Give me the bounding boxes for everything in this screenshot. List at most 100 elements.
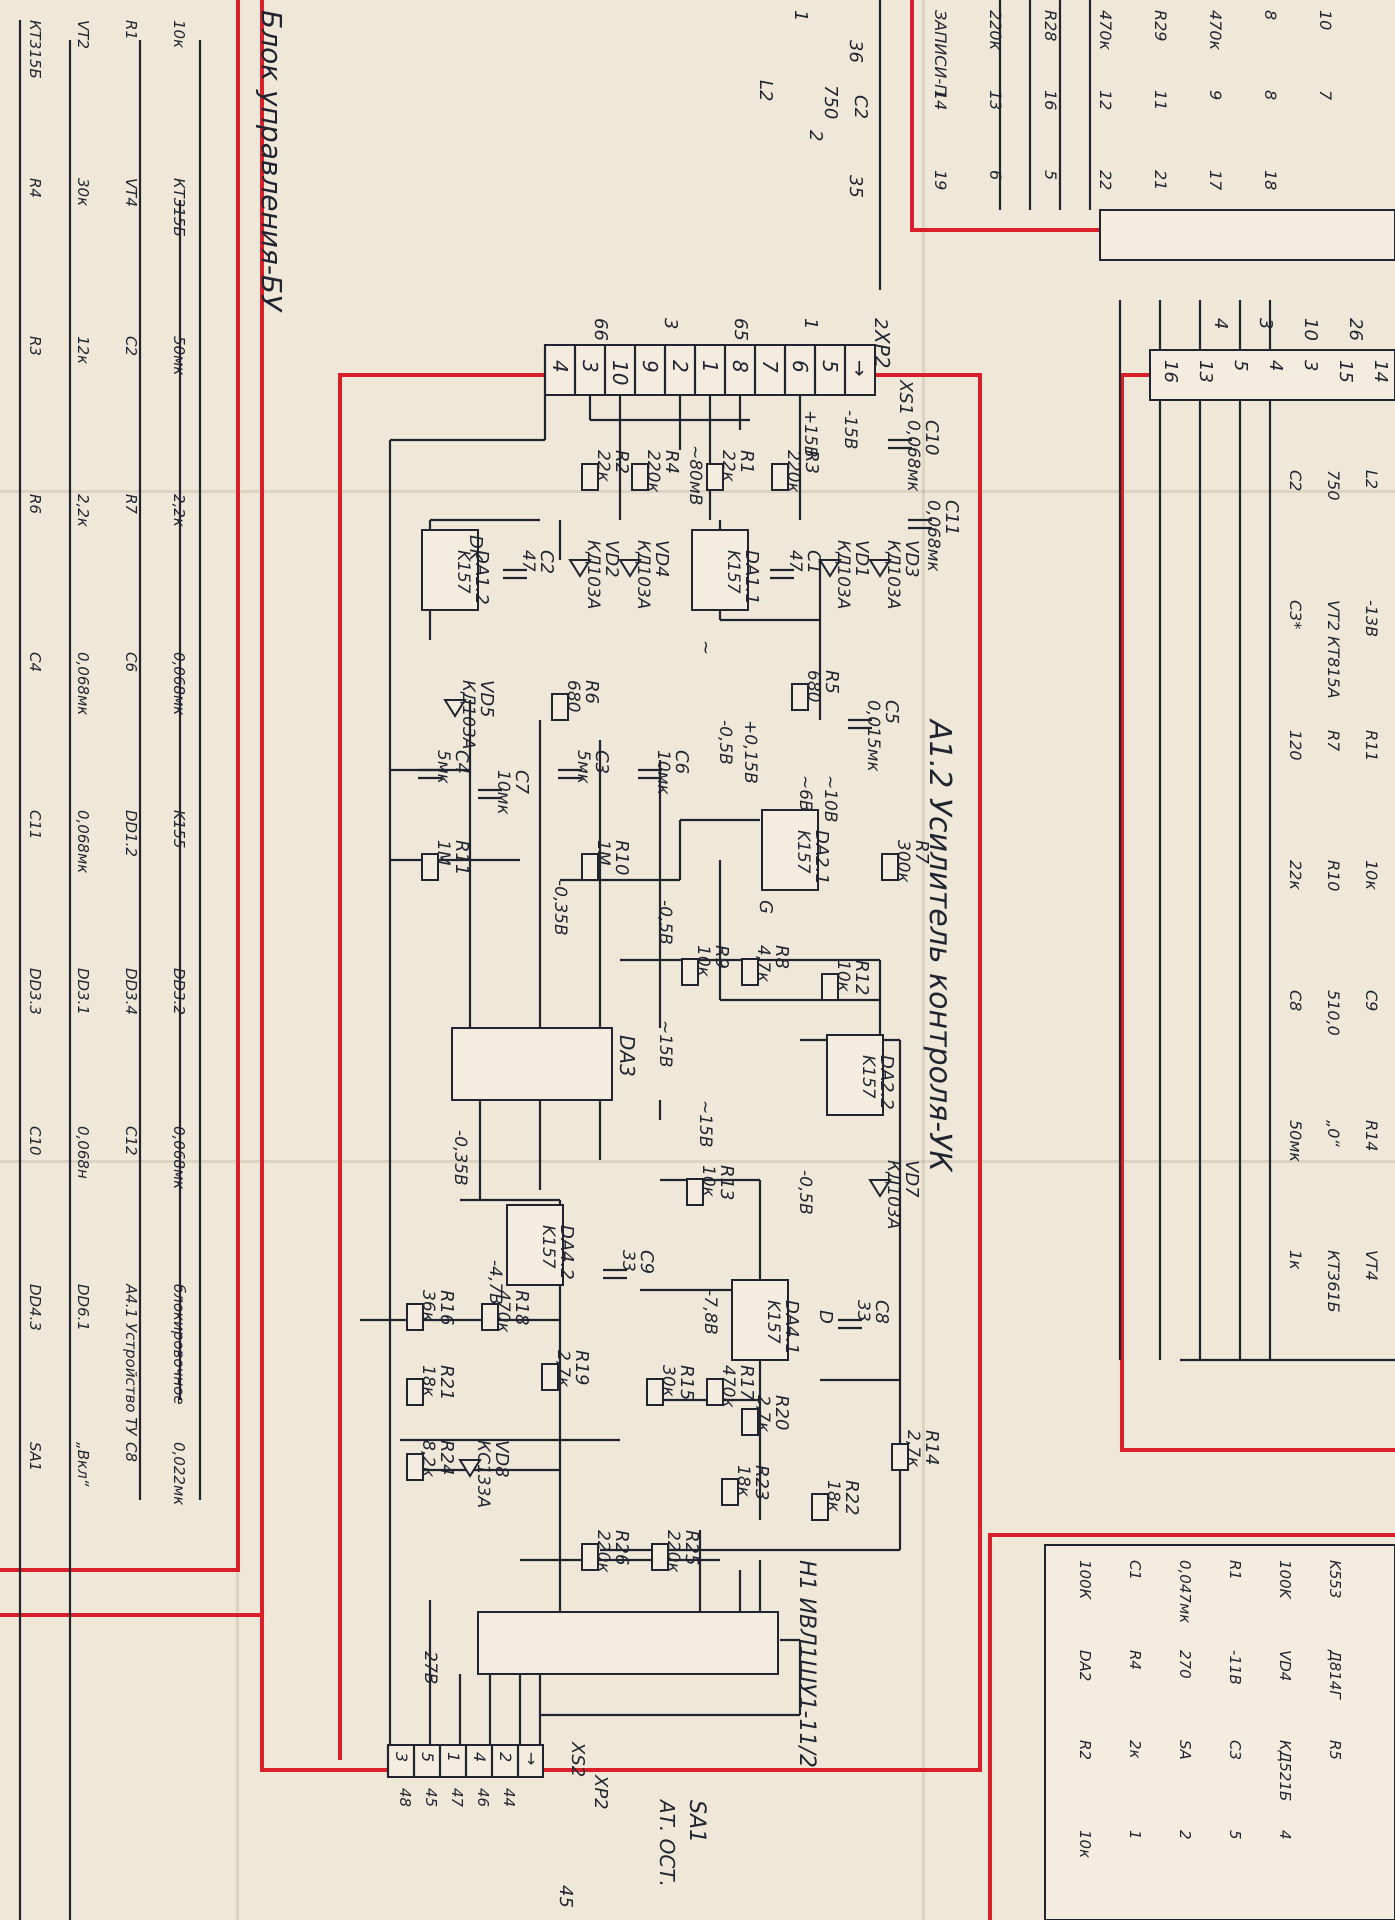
component-ref: R2 (611, 450, 632, 474)
component-ref: VD2 (601, 540, 622, 578)
component-value: 2,7к (753, 1395, 773, 1433)
component-value: K157 (723, 550, 743, 594)
connector-pin: 5 (1230, 360, 1251, 371)
component-value: 680 (563, 680, 583, 712)
right-label: C3* (1286, 600, 1305, 629)
right-label: R14 (1362, 1120, 1381, 1151)
right-bottom-label: K553 (1326, 1560, 1344, 1598)
connector-alt: XS1 (895, 379, 916, 415)
component-value: 470к (493, 1290, 513, 1333)
voltage-label: -27В (420, 1645, 440, 1684)
voltage-label: -0,35В (550, 880, 570, 936)
diode-vd1 (818, 559, 842, 578)
connector-pin: 4 (1265, 360, 1286, 371)
right-connector-top (1099, 209, 1395, 261)
left-label: 12к (74, 336, 92, 364)
connector-pin: 3 (392, 1752, 411, 1762)
right-label: C8 (1286, 990, 1305, 1011)
components (406, 438, 932, 1571)
connector-pin: 13 (1195, 360, 1216, 383)
resistor-r25 (651, 1543, 669, 1571)
component-value: 680 (803, 670, 823, 702)
right-bottom-label: 0,047мк (1176, 1560, 1194, 1623)
component-ref: C6 (671, 750, 692, 774)
right-label: 1к (1286, 1250, 1305, 1270)
top-label: 2 (805, 130, 826, 141)
component-ref: R18 (511, 1290, 532, 1325)
resistor-r19 (541, 1363, 559, 1391)
right-label: „0“ (1324, 1120, 1343, 1147)
component-ref: R22 (841, 1480, 862, 1515)
connector-pin: 1 (444, 1752, 463, 1762)
resistor-r24 (406, 1453, 424, 1481)
ic-da1-2 (421, 529, 479, 611)
right-bottom-block (1044, 1544, 1395, 1920)
component-value: 2,7к (553, 1350, 573, 1388)
voltage-label: ~6В (795, 775, 815, 812)
left-label: C4 (26, 652, 44, 672)
component-value: КД103А (458, 680, 478, 749)
right-label: C2 (1286, 470, 1305, 491)
ic-da3 (451, 1027, 613, 1101)
resistor-r6 (551, 693, 569, 721)
right-top-label: 7 (1316, 90, 1335, 101)
left-label: 50мк (170, 336, 188, 375)
component-ref: R17 (736, 1365, 757, 1401)
right-top-label: 12 (1096, 90, 1115, 110)
component-ref: R7 (911, 840, 932, 865)
connector-pin: 8 (728, 360, 752, 373)
right-bottom-label: R2 (1076, 1740, 1094, 1760)
left-block-title: Блок управления-БУ (255, 10, 288, 313)
right-label: 50мк (1286, 1120, 1305, 1162)
connector-pin-bottom: 48 (396, 1788, 414, 1807)
component-value: КД103А (583, 540, 603, 609)
resistor-r14 (891, 1443, 909, 1471)
component-value: 36к (418, 1290, 438, 1323)
component-ref: DA1.2 (471, 550, 492, 605)
right-bottom-label: 2 (1176, 1830, 1194, 1840)
right-top-label: 11 (1151, 90, 1170, 110)
left-label: 0,022мк (170, 1442, 188, 1505)
right-top-label: R29 (1151, 10, 1170, 41)
component-ref: R4 (661, 450, 682, 474)
resistor-r8 (741, 958, 759, 986)
component-value: 22к (718, 450, 738, 483)
left-label: DD3.3 (26, 968, 44, 1015)
component-ref: C9 (636, 1250, 657, 1274)
diode-vd4 (618, 559, 642, 578)
component-value: 18к (733, 1465, 753, 1498)
resistor-r12 (821, 973, 839, 1001)
component-ref: C1 (803, 550, 824, 574)
component-value: КД103А (833, 540, 853, 609)
left-label: 10к (170, 20, 188, 48)
left-label: 2,2к (170, 494, 188, 527)
voltage-label: -4,7В (485, 1260, 505, 1305)
right-top-label: 14 (931, 90, 950, 110)
component-ref: R12 (851, 960, 872, 995)
connector-pin-top: 3 (660, 318, 681, 329)
switch-sa1: SA1 (684, 1800, 709, 1843)
component-ref: C10 (921, 420, 942, 455)
resistor-r16 (406, 1303, 424, 1331)
left-label: R4 (26, 178, 44, 198)
component-value: 2,7к (903, 1430, 923, 1468)
right-label: R10 (1324, 860, 1343, 891)
connector-pin-top: 1 (800, 318, 821, 329)
component-ref: R5 (821, 670, 842, 694)
top-label: 36 (845, 40, 866, 63)
right-bottom-label: 10к (1076, 1830, 1094, 1858)
component-value: 1М (593, 840, 613, 866)
component-ref: R11 (451, 840, 472, 875)
resistor-r10 (581, 853, 599, 881)
component-value: 10к (698, 1165, 718, 1198)
component-value: 47 (785, 550, 805, 572)
component-ref: R10 (611, 840, 632, 875)
left-label: R3 (26, 336, 44, 356)
connector-name: XS2 (567, 1741, 588, 1777)
component-ref: DA1.1 (741, 550, 762, 605)
connector-pin: 14 (1370, 360, 1391, 383)
resistor-r3 (771, 463, 789, 491)
ic-marker: ~ (695, 640, 716, 655)
